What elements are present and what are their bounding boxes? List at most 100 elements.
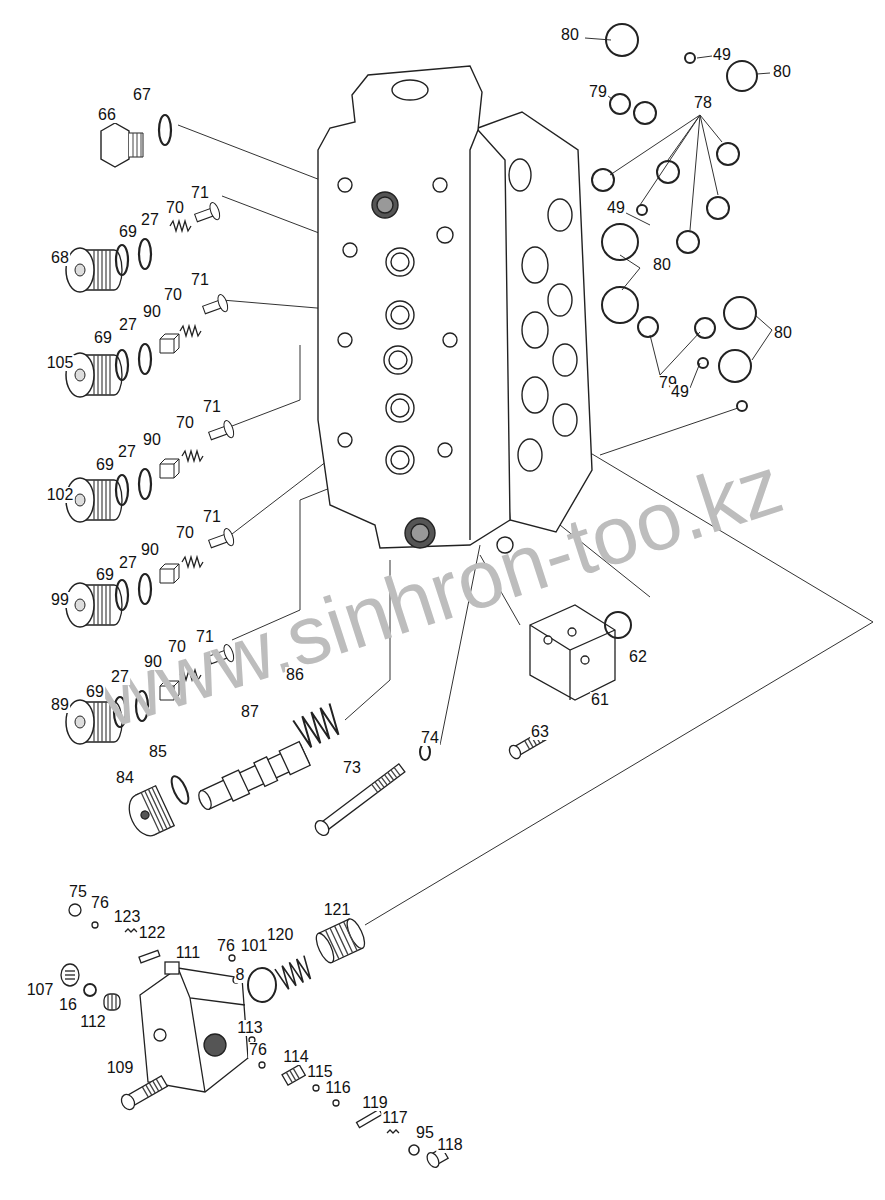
part-outline: [470, 130, 478, 540]
part-outline: [318, 66, 510, 548]
callout-number: 89: [50, 697, 70, 713]
part-outline: [605, 612, 631, 638]
callout-number: 49: [712, 47, 732, 63]
part-outline: [275, 956, 314, 991]
part-outline: [719, 350, 751, 382]
callout-number: 62: [628, 649, 648, 665]
part-outline: [119, 1092, 137, 1112]
part-outline: [544, 636, 552, 644]
part-outline: [254, 757, 278, 786]
part-outline: [168, 774, 192, 806]
part-outline: [182, 557, 203, 567]
part-outline: [389, 351, 407, 369]
part-outline: [377, 197, 393, 213]
part-outline: [357, 1109, 383, 1127]
callout-number: 78: [693, 95, 713, 111]
callout-number: 87: [240, 704, 260, 720]
part-outline: [182, 451, 203, 461]
part-outline: [757, 73, 770, 74]
callout-number: 123: [113, 909, 142, 925]
part-outline: [707, 197, 729, 219]
callout-number: 111: [175, 945, 201, 961]
part-outline: [522, 247, 548, 283]
part-outline: [677, 231, 699, 253]
callout-number: 80: [652, 257, 672, 273]
part-outline: [195, 742, 310, 814]
part-outline: [553, 344, 577, 376]
part-outline: [518, 439, 542, 471]
callout-number: 69: [85, 684, 105, 700]
callout-number: 117: [381, 1110, 409, 1126]
callout-number: 8: [235, 967, 246, 983]
part-outline: [585, 38, 611, 40]
part-outline: [116, 350, 128, 380]
part-outline: [119, 1074, 169, 1112]
valve-body: [318, 66, 592, 553]
callout-number: 76: [216, 938, 236, 954]
part-outline: [509, 159, 531, 191]
part-outline: [338, 178, 352, 192]
part-outline: [312, 818, 331, 838]
callout-number: 27: [140, 212, 160, 228]
callout-number: 90: [142, 304, 162, 320]
part-outline: [160, 334, 179, 353]
part-outline: [592, 169, 614, 191]
callout-number: 71: [190, 185, 210, 201]
callout-number: 107: [26, 982, 55, 998]
part-outline: [313, 1085, 319, 1091]
part-outline: [338, 433, 352, 447]
part-outline: [165, 962, 179, 974]
part-outline: [178, 968, 245, 1092]
part-outline: [634, 102, 656, 124]
part-outline: [610, 115, 722, 230]
part-outline: [438, 443, 452, 457]
part-outline: [66, 583, 122, 627]
callout-number: 80: [560, 27, 580, 43]
callout-number: 74: [420, 730, 440, 746]
part-outline: [293, 704, 343, 750]
part-outline: [232, 345, 300, 426]
callout-number: 63: [530, 724, 550, 740]
part-outline: [343, 243, 357, 257]
part-outline: [159, 115, 171, 145]
part-outline: [592, 24, 757, 411]
part-outline: [600, 408, 738, 455]
callout-number: 102: [46, 487, 75, 503]
part-outline: [170, 221, 191, 231]
part-outline: [420, 744, 430, 760]
part-outline: [61, 964, 79, 986]
part-outline: [196, 789, 214, 811]
part-outline: [568, 628, 576, 636]
part-outline: [752, 315, 772, 360]
part-outline: [123, 786, 174, 841]
callout-number: 27: [117, 444, 137, 460]
callout-number: 16: [58, 997, 78, 1013]
callout-number: 76: [248, 1042, 268, 1058]
part-outline: [140, 968, 248, 1092]
part-outline: [125, 929, 137, 932]
part-outline: [695, 318, 715, 338]
callout-number: 69: [95, 567, 115, 583]
part-outline: [282, 1065, 305, 1085]
part-outline: [193, 201, 222, 226]
callout-number: 85: [148, 744, 168, 760]
part-outline: [724, 297, 756, 329]
part-outline: [140, 810, 151, 821]
part-outline: [282, 1065, 305, 1085]
part-outline: [66, 478, 122, 522]
part-outline: [84, 984, 96, 996]
part-outline: [139, 950, 160, 962]
callout-number: 69: [93, 330, 113, 346]
callout-number: 69: [118, 224, 138, 240]
part-outline: [207, 527, 236, 552]
part-outline: [92, 922, 98, 928]
part-outline: [387, 1130, 399, 1133]
part-outline: [313, 917, 368, 965]
part-outline: [606, 24, 638, 56]
part-outline: [61, 964, 79, 986]
part-outline: [372, 192, 398, 218]
part-outline: [136, 786, 175, 835]
part-outline: [386, 248, 414, 276]
part-outline: [530, 605, 615, 700]
